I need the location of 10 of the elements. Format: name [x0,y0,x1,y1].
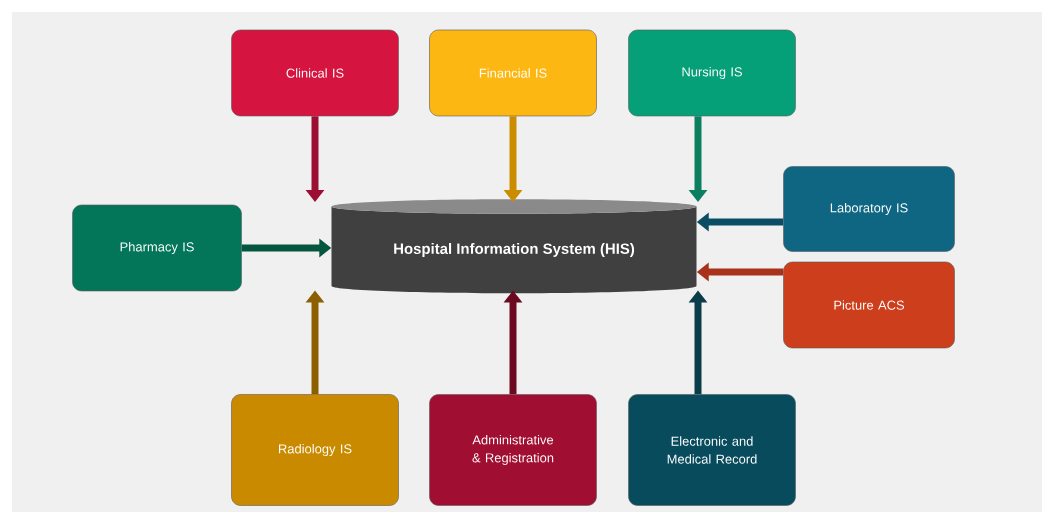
system-box: Radiology IS [231,394,399,506]
system-box: Laboratory IS [783,166,955,252]
system-box: Financial IS [429,29,597,117]
system-box: Clinical IS [231,29,399,117]
system-box: Pharmacy IS [72,204,242,292]
system-box: Nursing IS [628,29,796,117]
system-box: Picture ACS [783,261,955,349]
database-cylinder: Hospital Information System (HIS) [331,199,697,294]
system-box: Administrative & Registration [429,394,597,506]
system-box: Electronic and Medical Record [628,394,796,506]
